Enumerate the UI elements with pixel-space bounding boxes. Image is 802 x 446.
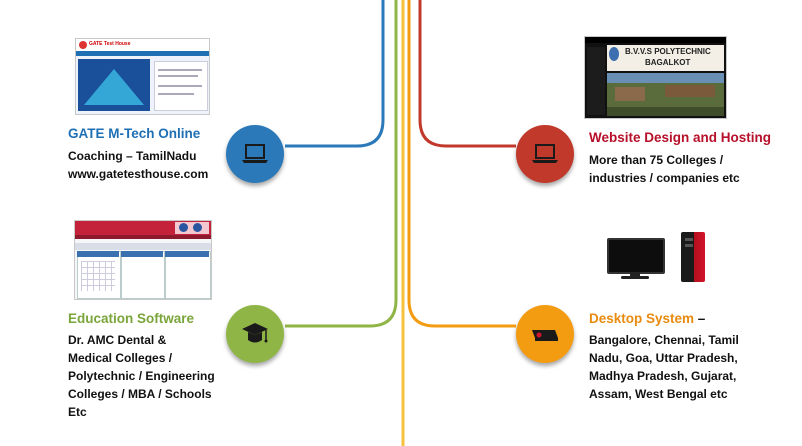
graduation-cap-icon (242, 323, 268, 343)
desktop-circle (516, 305, 574, 363)
gate-website-thumbnail: GATE Test House (75, 38, 210, 115)
website-circle (516, 125, 574, 183)
red-connector (418, 0, 516, 148)
education-title: Education Software (68, 311, 195, 326)
desktop-title-dash: – (694, 311, 706, 326)
bvvs-thumb-title-2: BAGALKOT (645, 58, 691, 67)
gate-description: Coaching – TamilNadu www.gatetesthouse.c… (68, 149, 209, 181)
website-title: Website Design and Hosting (589, 130, 772, 145)
education-description: Dr. AMC Dental & Medical Colleges / Poly… (68, 333, 215, 419)
desktop-title: Desktop System (589, 311, 695, 326)
orange-connector (407, 0, 516, 328)
website-description: More than 75 Colleges / industries / com… (589, 153, 740, 185)
laptop-icon (242, 144, 268, 163)
gate-title: GATE M-Tech Online (68, 126, 201, 141)
green-connector (285, 0, 398, 328)
bvvs-thumb-title-1: B.V.V.S POLYTECHNIC (625, 47, 711, 56)
laptop-icon (532, 144, 558, 163)
monitor (607, 238, 665, 274)
blue-connector (285, 0, 385, 148)
gate-thumb-logo: GATE Test House (89, 41, 131, 47)
bvvs-website-thumbnail: B.V.V.S POLYTECHNIC BAGALKOT (584, 36, 727, 119)
projector-icon (532, 330, 558, 341)
desktop-description: Bangalore, Chennai, Tamil Nadu, Goa, Utt… (589, 333, 739, 401)
gate-circle (226, 125, 284, 183)
education-software-thumbnail (74, 220, 212, 300)
education-circle (226, 305, 284, 363)
desktop-computer-image (605, 232, 710, 284)
desktop-title-row: Desktop System – (589, 311, 705, 326)
